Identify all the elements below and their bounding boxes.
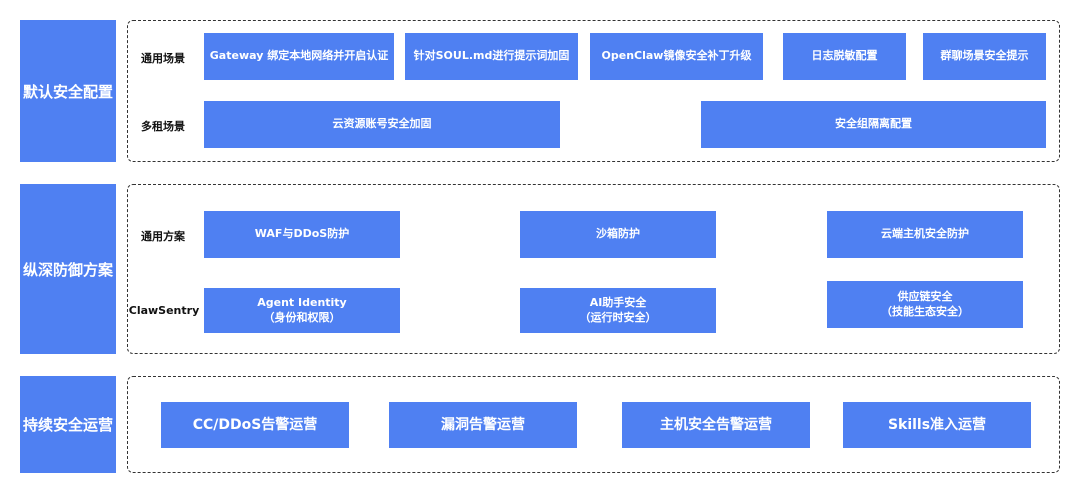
item-vulnerability-alert-ops: 漏洞告警运营 [389,402,577,448]
section-default-security-title: 默认安全配置 [20,20,116,162]
section-title-text: 纵深防御方案 [22,260,113,279]
section-defense-in-depth-title: 纵深防御方案 [20,184,116,354]
item-openclaw-patch: OpenClaw镜像安全补丁升级 [590,33,763,80]
item-waf-ddos: WAF与DDoS防护 [204,211,400,258]
item-soul-prompt-hardening: 针对SOUL.md进行提示词加固 [405,33,578,80]
item-gateway-auth: Gateway 绑定本地网络并开启认证 [204,33,394,80]
item-cc-ddos-alert-ops: CC/DDoS告警运营 [161,402,349,448]
row-label-general-solution: 通用方案 [141,230,185,243]
row-label-clawsentry: ClawSentry [128,303,200,317]
item-skills-admission-ops: Skills准入运营 [843,402,1031,448]
section-title-text: 持续安全运营 [22,416,113,434]
section-continuous-ops-title: 持续安全运营 [20,376,116,473]
item-host-security-alert-ops: 主机安全告警运营 [622,402,810,448]
section-title-text: 默认安全配置 [22,82,113,101]
item-cloud-host-security: 云端主机安全防护 [827,211,1023,258]
item-agent-identity: Agent Identity （身份和权限） [204,288,400,333]
item-ai-assistant-security: AI助手安全 （运行时安全） [520,288,716,333]
item-sandbox: 沙箱防护 [520,211,716,258]
item-log-masking: 日志脱敏配置 [783,33,906,80]
item-security-group-isolation: 安全组隔离配置 [701,101,1046,148]
item-group-chat-tips: 群聊场景安全提示 [923,33,1046,80]
item-supply-chain-security: 供应链安全 （技能生态安全） [827,281,1023,328]
item-cloud-account-hardening: 云资源账号安全加固 [204,101,560,148]
row-label-multi-tenant: 多租场景 [141,120,185,133]
row-label-general-scenario: 通用场景 [141,52,185,65]
